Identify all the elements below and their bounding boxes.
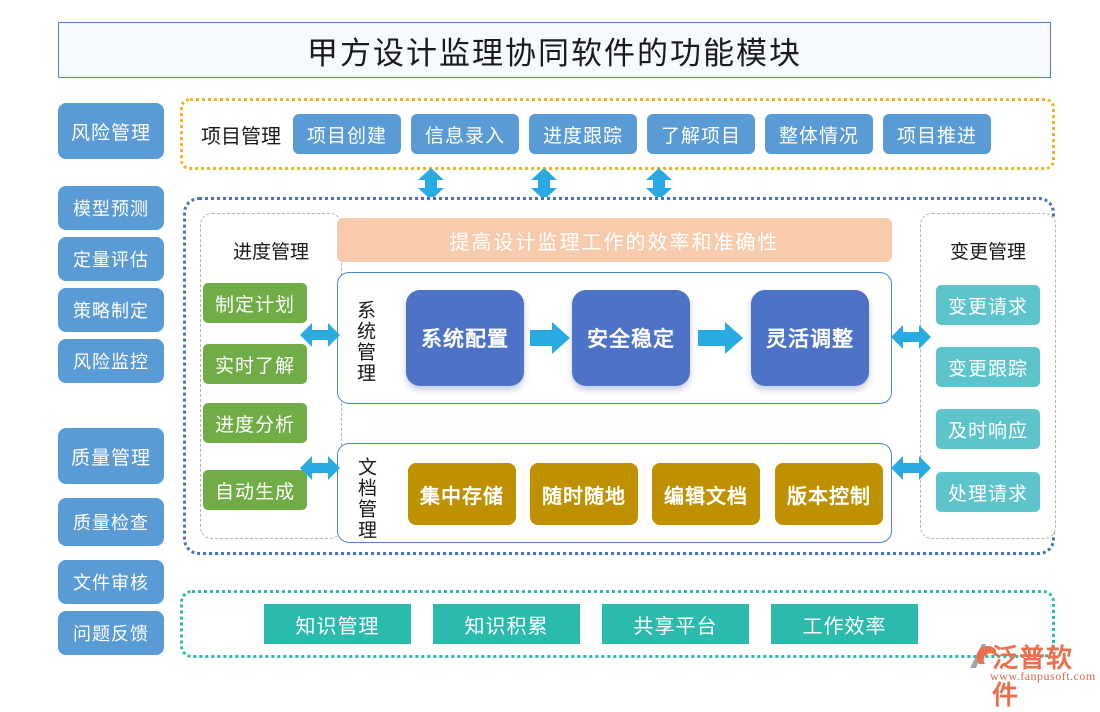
horizontal-double-arrow-icon-right-2 xyxy=(891,456,931,480)
card-centralized-storage[interactable]: 集中存储 xyxy=(408,463,516,525)
chevron-right-icon-2 xyxy=(698,322,743,354)
chip-progress-analysis[interactable]: 进度分析 xyxy=(203,403,307,443)
chip-information-entry[interactable]: 信息录入 xyxy=(411,114,519,154)
change-management-title: 变更管理 xyxy=(949,242,1026,263)
sidebar-item-risk-management[interactable]: 风险管理 xyxy=(58,103,164,159)
sidebar-item-quality-management[interactable]: 质量管理 xyxy=(58,428,164,484)
logo-watermark: 泛普软件 www.fanpusoft.com xyxy=(968,640,1096,710)
chip-timely-response[interactable]: 及时响应 xyxy=(936,409,1040,449)
card-version-control[interactable]: 版本控制 xyxy=(775,463,883,525)
vertical-double-arrow-icon-3 xyxy=(646,168,672,200)
sidebar-item-issue-feedback[interactable]: 问题反馈 xyxy=(58,611,164,655)
chip-understand-project[interactable]: 了解项目 xyxy=(647,114,755,154)
horizontal-double-arrow-icon-left-2 xyxy=(300,456,340,480)
vertical-double-arrow-icon-1 xyxy=(418,168,444,200)
horizontal-double-arrow-icon-right-1 xyxy=(891,325,931,349)
document-management-vertical-label: 文档管理 xyxy=(355,457,376,541)
chip-knowledge-accumulation[interactable]: 知识积累 xyxy=(433,604,580,644)
chip-change-request[interactable]: 变更请求 xyxy=(936,285,1040,325)
chip-auto-generation[interactable]: 自动生成 xyxy=(203,470,307,510)
sidebar-item-document-review[interactable]: 文件审核 xyxy=(58,560,164,604)
chip-process-request[interactable]: 处理请求 xyxy=(936,472,1040,512)
progress-management-title: 进度管理 xyxy=(232,242,309,263)
card-system-configuration[interactable]: 系统配置 xyxy=(406,290,524,386)
chevron-right-icon-1 xyxy=(530,322,570,354)
chip-sharing-platform[interactable]: 共享平台 xyxy=(602,604,749,644)
chip-real-time-understanding[interactable]: 实时了解 xyxy=(203,344,307,384)
sidebar-item-quality-inspection[interactable]: 质量检查 xyxy=(58,498,164,546)
chip-knowledge-management[interactable]: 知识管理 xyxy=(264,604,411,644)
chip-project-creation[interactable]: 项目创建 xyxy=(293,114,401,154)
horizontal-double-arrow-icon-left-1 xyxy=(300,323,340,347)
chip-make-plan[interactable]: 制定计划 xyxy=(203,283,307,323)
vertical-double-arrow-icon-2 xyxy=(531,168,557,200)
page-title: 甲方设计监理协同软件的功能模块 xyxy=(58,22,1051,78)
system-management-vertical-label: 系统管理 xyxy=(354,300,375,384)
sidebar-item-risk-monitoring[interactable]: 风险监控 xyxy=(58,339,164,383)
page-title-text: 甲方设计监理协同软件的功能模块 xyxy=(307,35,802,71)
project-management-group: 项目管理 项目创建 信息录入 进度跟踪 了解项目 整体情况 项目推进 xyxy=(180,98,1055,170)
card-anytime-anywhere[interactable]: 随时随地 xyxy=(530,463,638,525)
card-edit-document[interactable]: 编辑文档 xyxy=(652,463,760,525)
sidebar-item-model-prediction[interactable]: 模型预测 xyxy=(58,186,164,230)
chip-overall-situation[interactable]: 整体情况 xyxy=(765,114,873,154)
logo-url: www.fanpusoft.com xyxy=(990,669,1096,683)
chip-progress-tracking[interactable]: 进度跟踪 xyxy=(529,114,637,154)
efficiency-banner: 提高设计监理工作的效率和准确性 xyxy=(337,218,892,262)
chip-work-efficiency[interactable]: 工作效率 xyxy=(771,604,918,644)
project-management-label: 项目管理 xyxy=(201,125,281,148)
knowledge-group: 知识管理 知识积累 共享平台 工作效率 xyxy=(180,590,1055,658)
chip-project-advancement[interactable]: 项目推进 xyxy=(883,114,991,154)
logo-name: 泛普软件 xyxy=(992,644,1074,710)
sidebar-item-strategy-formulation[interactable]: 策略制定 xyxy=(58,288,164,332)
sidebar-item-quantitative-evaluation[interactable]: 定量评估 xyxy=(58,237,164,281)
card-security-stability[interactable]: 安全稳定 xyxy=(572,290,690,386)
card-flexible-adjustment[interactable]: 灵活调整 xyxy=(751,290,869,386)
fanpu-logo-icon xyxy=(970,644,996,668)
chip-change-tracking[interactable]: 变更跟踪 xyxy=(936,347,1040,387)
